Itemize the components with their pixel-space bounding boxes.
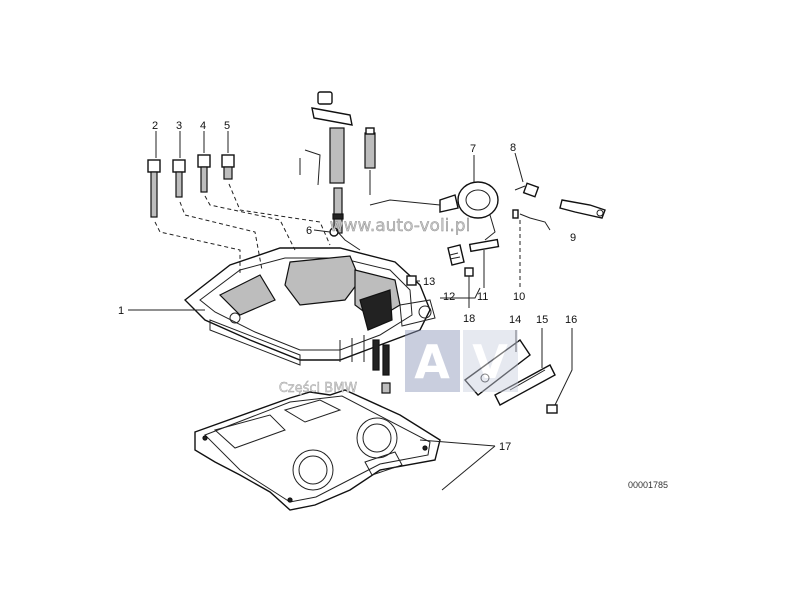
callout-17: 17 (499, 441, 511, 453)
callout-13: 13 (423, 276, 435, 288)
callout-3: 3 (176, 120, 182, 132)
callout-10: 10 (513, 291, 525, 303)
callout-4: 4 (200, 120, 206, 132)
part-6 (329, 227, 361, 251)
callout-2: 2 (152, 120, 158, 132)
callout-7: 7 (470, 143, 476, 155)
callout-11: 11 (477, 291, 488, 303)
caption-watermark: Części BMW (279, 381, 358, 396)
callout-14: 14 (509, 314, 521, 326)
callout-9: 9 (570, 232, 576, 244)
part-7-diaphragm (369, 181, 499, 241)
callout-8: 8 (510, 142, 516, 154)
callout-1: 1 (118, 305, 124, 317)
callout-15: 15 (536, 314, 548, 326)
gasket-17 (194, 389, 441, 511)
callout-16: 16 (565, 314, 577, 326)
callout-18: 18 (463, 313, 475, 325)
callout-6: 6 (306, 225, 312, 237)
av-watermark: A V (405, 330, 518, 392)
part-9-lever (512, 199, 606, 231)
part-16-screw (546, 328, 573, 414)
watermark-letter-v: V (472, 335, 508, 389)
screw-2 (147, 159, 161, 218)
screw-5 (221, 154, 235, 180)
part-12-spring (447, 244, 465, 266)
diagram-id: 00001785 (628, 480, 668, 490)
screw-3 (172, 159, 186, 198)
url-watermark: www.auto-voli.pl (330, 216, 471, 236)
callout-5: 5 (224, 120, 230, 132)
carburettor-housing-1 (183, 247, 436, 394)
part-15-bracket (494, 328, 556, 406)
part-18 (464, 267, 474, 308)
part-13 (406, 275, 417, 286)
upper-linkage (299, 91, 376, 234)
part-8 (514, 182, 540, 198)
part-11-rod (468, 238, 500, 288)
callout-12: 12 (443, 291, 455, 303)
part-14-plate (463, 330, 531, 396)
watermark-letter-a: A (414, 335, 450, 389)
screw-4 (197, 154, 211, 193)
